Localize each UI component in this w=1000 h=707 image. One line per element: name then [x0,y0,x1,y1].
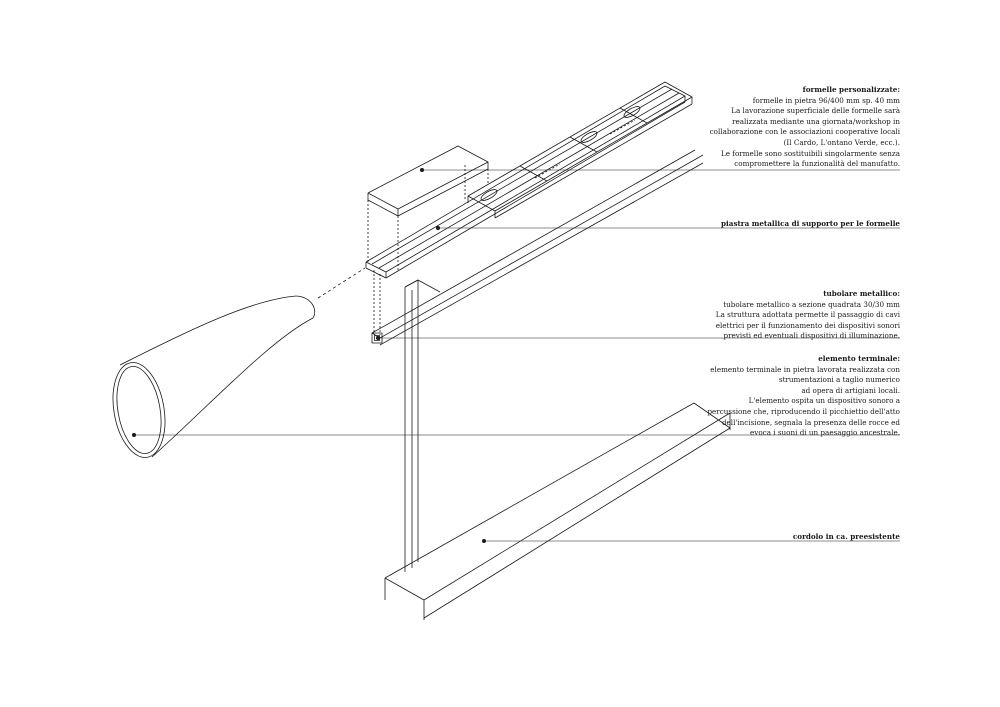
note-formelle-line: (Il Cardo, L'ontano Verde, ecc.). [783,137,900,147]
note-tubolare: tubolare metallico: tubolare metallico a… [600,289,900,342]
note-piastra: piastra metallica di supporto per le for… [600,219,900,230]
leader-lines [134,169,900,542]
note-terminale-line: percussione che, riproducendo il picchie… [707,406,900,416]
leader-dot-piastra [436,226,440,230]
terminal-element [112,267,366,458]
note-tubolare-line: previsti ed eventuali dispositivi di ill… [723,331,900,341]
leader-dot-formelle [420,168,424,172]
stone-tiles [467,81,693,219]
note-terminale-line: ad opera di artigiani locali. [801,385,900,395]
note-tubolare-line: La struttura adottata permette il passag… [715,310,900,320]
leader-dot-terminale [132,433,136,437]
note-formelle-line: compromettere la funzionalità del manufa… [734,159,900,169]
note-formelle-line: realizzata mediante una giornata/worksho… [732,116,900,126]
note-formelle-line: formelle in pietra 96/400 mm sp. 40 mm [752,95,900,105]
note-tubolare-line: elettrici per il funzionamento dei dispo… [715,320,900,330]
note-terminale-line: strumentazioni a taglio numerico [778,375,900,385]
note-terminale-line: L'elemento ospita un dispositivo sonoro … [748,396,900,406]
note-piastra-title: piastra metallica di supporto per le for… [721,219,900,228]
leader-dot-cordolo [482,539,486,543]
cordolo-curb [384,402,731,620]
note-formelle-line: La lavorazione superficiale delle formel… [731,106,900,116]
note-terminale-line: dell'incisione, segnala la presenza dell… [721,417,900,427]
note-formelle-line: collaborazione con le associazioni coope… [709,127,900,137]
note-cordolo-title: cordolo in ca. preesistente [792,532,900,541]
note-formelle-line: Le formelle sono sostituibili singolarme… [720,148,900,158]
vertical-post [404,279,441,572]
note-tubolare-line: tubolare metallico a sezione quadrata 30… [723,299,900,309]
note-terminale-line: evoca i suoni di un paesaggio ancestrale… [750,428,900,438]
note-cordolo: cordolo in ca. preesistente [600,532,900,543]
note-formelle-title: formelle personalizzate: [802,85,900,94]
note-formelle: formelle personalizzate: formelle in pie… [600,85,900,170]
note-tubolare-title: tubolare metallico: [823,289,900,298]
note-terminale-line: elemento terminale in pietra lavorata re… [710,364,900,374]
horizontal-rail [371,149,704,346]
exploded-tile [367,145,489,335]
leader-dot-tubolare [376,336,380,340]
support-plate [365,85,686,279]
note-terminale-title: elemento terminale: [818,354,900,363]
note-terminale: elemento terminale: elemento terminale i… [600,354,900,439]
